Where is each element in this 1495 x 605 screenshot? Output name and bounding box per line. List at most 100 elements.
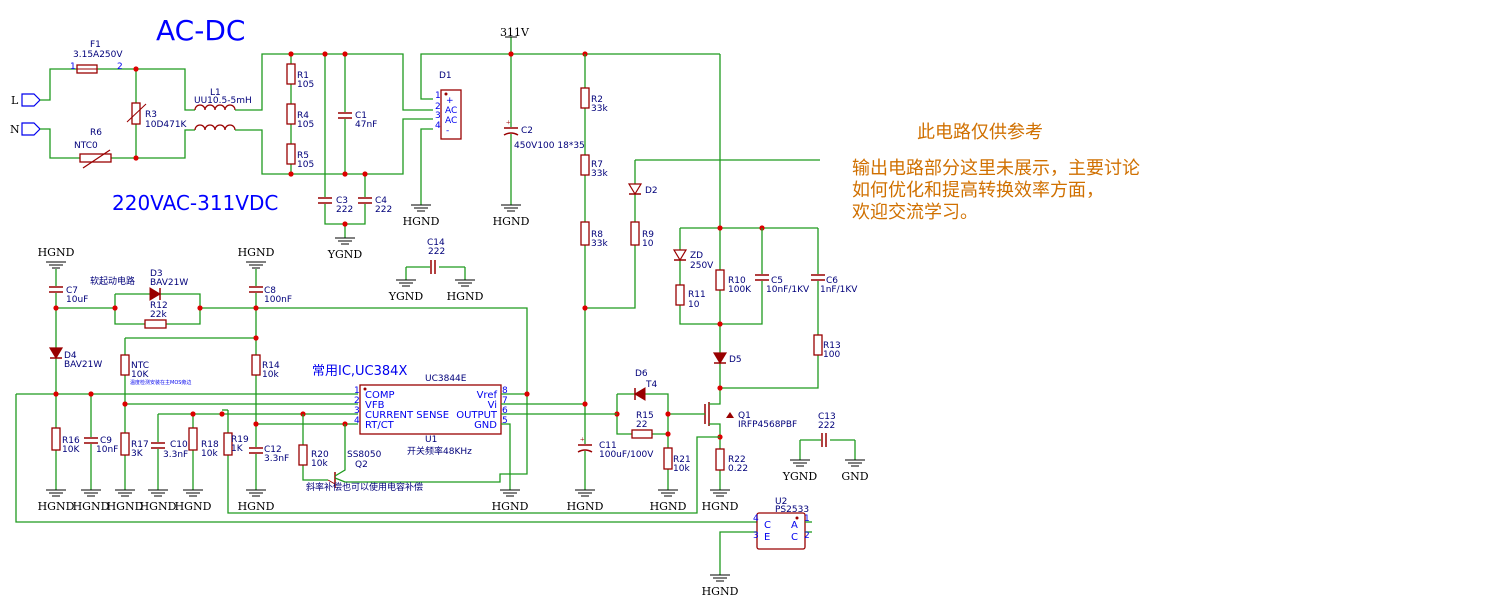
wire [15,394,757,523]
r14-value: 10k [262,370,279,380]
u2-pin2-name: C [791,532,798,543]
u1-pin2-name: VFB [365,400,385,411]
junction-dot [288,51,294,57]
u2-ref: U2 [775,497,787,507]
c11-ref: C11 [599,441,617,451]
d3-value: BAV21W [150,278,188,288]
f1-pin1: 1 [70,62,76,72]
title-conversion: 220VAC-311VDC [112,191,278,215]
c11-value: 100uF/100V [599,450,654,460]
inductor-l1 [194,104,236,111]
junction-dot [582,305,588,311]
r22-value: 0.22 [728,464,748,474]
ground-label-gnd: GND [841,470,868,483]
c14-ref: C14 [427,238,445,248]
junction-dot [508,51,514,57]
f1-value: 3.15A250V [73,50,123,60]
optocoupler-u2 [756,512,806,550]
junction-dot [253,305,259,311]
ground-label-hgnd: HGND [238,246,275,259]
u1-pin3-name: CURRENT SENSE [365,410,449,421]
wire [235,53,433,111]
ground-label-hgnd: HGND [140,500,177,513]
wire [709,400,721,405]
resistor-r10 [715,269,725,291]
resistor-r16 [51,427,61,451]
r4-ref: R4 [297,111,309,121]
resistor-r14 [251,354,261,376]
wire [585,160,636,309]
ground-label-hgnd: HGND [73,500,110,513]
bridge-rectifier-d1 [440,89,462,140]
junction-dot [88,391,94,397]
junction-dot [133,155,139,161]
junction-dot [524,391,530,397]
junction-dot [133,66,139,72]
right-note-1: 输出电路部分这里未展示，主要讨论 [852,158,1140,179]
resistor-r1 [286,63,296,85]
d1-pin1: 1 [435,91,441,101]
port-l-label: L [11,94,19,107]
q1-value: IRFP4568PBF [738,420,797,430]
c1-value: 47nF [355,120,377,130]
c9-value: 10nF [96,445,118,455]
r21-value: 10k [673,464,690,474]
f1-pin2: 2 [117,62,123,72]
r17-value: 3K [131,449,144,459]
r5-value: 105 [297,160,314,170]
cap-gap [357,197,373,204]
net-311v: 311V [500,26,530,39]
r11-ref: R11 [688,290,706,300]
r15-value: 22 [636,420,647,430]
ic-note: 常用IC,UC384X [312,364,407,379]
c14-value: 222 [428,247,445,257]
u1-pin3: 3 [354,406,360,416]
r5-ref: R5 [297,151,309,161]
c5-ref: C5 [771,276,783,286]
ground-label-hgnd: HGND [493,215,530,228]
u1-pin4-name: RT/CT [365,420,395,431]
r12-value: 22k [150,310,167,320]
junction-dot [342,171,348,177]
wire [334,394,528,483]
resistor-r2 [580,87,590,109]
c10-ref: C10 [170,440,188,450]
c7-value: 10uF [66,295,88,305]
r6-value: NTC0 [74,141,98,151]
polarity-mark: + [580,435,585,444]
varistor-r3-arrow [126,103,147,123]
r16-value: 10K [62,445,80,455]
f1-ref: F1 [90,40,101,50]
resistor-r7 [580,154,590,176]
junction-dot [582,401,588,407]
ground-label-hgnd: HGND [38,500,75,513]
resistor-r18 [188,427,198,451]
r4-value: 105 [297,120,314,130]
c3-ref: C3 [336,196,348,206]
resistor-r19 [223,432,233,456]
ground-label-hgnd: HGND [447,290,484,303]
r19-ref: R19 [231,435,249,445]
component-labels: F1 3.15A250V 1 2 R3 10D471K R6 NTC0 L1 U… [62,40,858,543]
junction-dot [112,305,118,311]
d1-ref: D1 [439,71,452,81]
ground-label-hgnd: HGND [403,215,440,228]
d4-ref: D4 [64,351,77,361]
r17-ref: R17 [131,440,149,450]
resistor-r17 [120,432,130,456]
r3-value: 10D471K [145,120,188,130]
polarity-mark: + [506,118,511,127]
r15-ref: R15 [636,411,654,421]
r18-value: 10k [201,449,218,459]
frequency-note: 开关频率48KHz [407,445,472,457]
right-note-3: 欢迎交流学习。 [852,202,978,223]
c10-value: 3.3nF [163,450,188,460]
r9-value: 10 [642,239,654,249]
wire [40,68,195,111]
u1-pin2: 2 [354,396,360,406]
cap-gap [577,444,593,451]
wire [227,410,720,514]
d3-ref: D3 [150,269,163,279]
ground-label-ygnd: YGND [782,470,818,483]
